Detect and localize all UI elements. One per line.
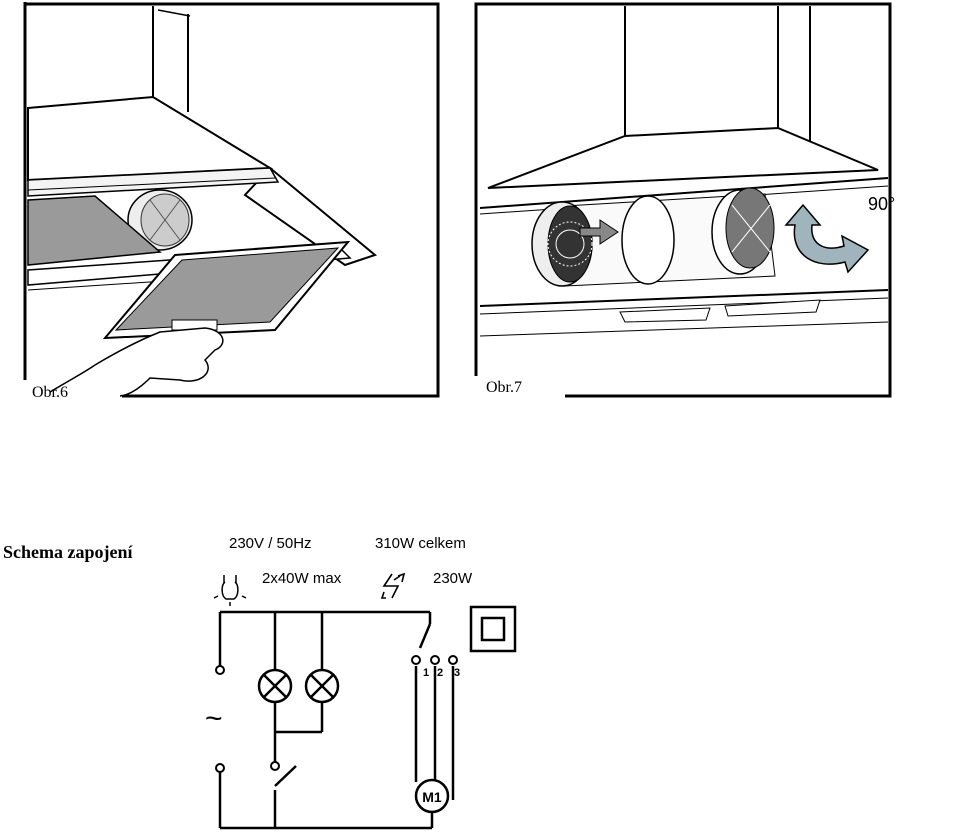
figure-6-panel: Obr.6 [0,0,445,405]
fan-icon [380,572,406,599]
svg-text:M1: M1 [422,789,442,805]
figure-7-caption: Obr.7 [486,379,522,396]
figure-6-illustration [23,2,440,398]
switch-position-2: 2 [437,667,443,679]
supply-label: 230V / 50Hz [229,535,312,552]
hand-graphic [94,327,224,397]
motor-m1: M1 [414,778,450,814]
fan-graphic [127,189,193,251]
installed-filter [27,195,162,266]
schema-title: Schema zapojení [3,542,133,562]
lamp-rating-label: 2x40W max [262,570,342,587]
switch-position-1: 1 [423,667,429,679]
figure-6-caption: Obr.6 [32,384,68,401]
figure-7-illustration: 90° [474,2,895,398]
double-insulation-icon [469,605,517,653]
figure-7-panel: 90° Obr.7 [470,0,900,405]
lamp-2 [304,668,340,704]
rotation-angle-label: 90° [868,194,895,214]
lamp-1 [257,668,293,704]
switch-position-3: 3 [454,667,460,679]
rotate-arrow-icon [784,203,870,274]
terminals [215,655,458,773]
motor-voltage-label: 230W [433,570,473,587]
ac-symbol: ~ [205,702,223,735]
total-power-label: 310W celkem [375,535,466,552]
lamp-icon [213,575,247,606]
removed-filter [102,240,351,340]
push-arrow-icon [579,219,619,245]
fan-housing [531,187,776,287]
